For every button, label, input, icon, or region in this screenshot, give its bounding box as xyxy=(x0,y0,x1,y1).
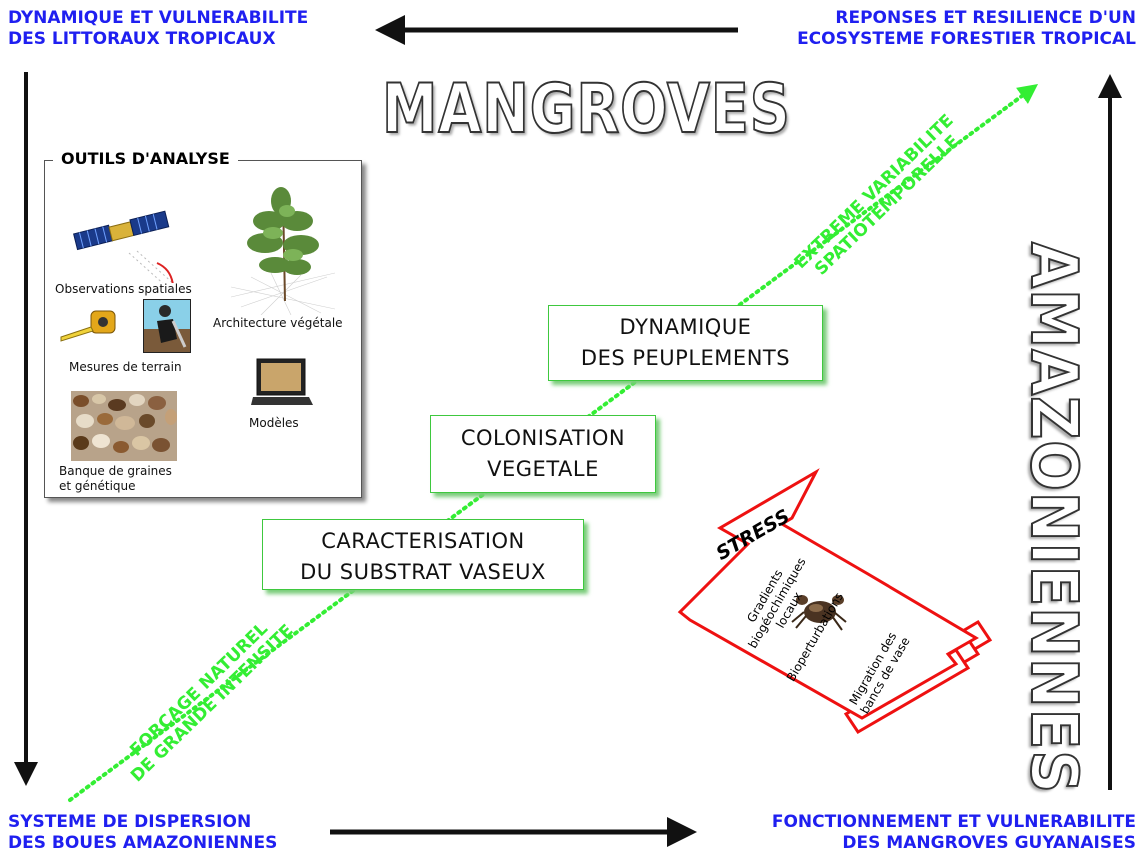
corner-top-right: REPONSES ET RESILIENCE D'UN ECOSYSTEME F… xyxy=(797,8,1136,50)
tool-label: Mesures de terrain xyxy=(69,360,182,374)
tool-label: Banque de graines xyxy=(59,464,172,478)
stage-line: DYNAMIQUE xyxy=(619,315,752,339)
corner-line: SYSTEME DE DISPERSION xyxy=(8,812,252,832)
stage-line: DES PEUPLEMENTS xyxy=(580,346,791,370)
stage-line: COLONISATION xyxy=(460,426,626,450)
title-amazoniennes: AMAZONIENNES xyxy=(1015,241,1091,795)
stage-box: DYNAMIQUE DES PEUPLEMENTS xyxy=(548,305,823,381)
field-work-icon xyxy=(143,299,191,353)
corner-line: FONCTIONNEMENT ET VULNERABILITE xyxy=(771,812,1136,832)
corner-line: REPONSES ET RESILIENCE D'UN xyxy=(835,8,1136,28)
outils-title: OUTILS D'ANALYSE xyxy=(53,149,238,168)
corner-top-left: DYNAMIQUE ET VULNERABILITE DES LITTORAUX… xyxy=(8,8,308,50)
tool-label: Observations spatiales xyxy=(55,282,192,296)
outils-panel: OUTILS D'ANALYSE Observations spatiales xyxy=(44,149,362,498)
corner-line: DES BOUES AMAZONIENNES xyxy=(8,833,278,853)
stage-box: COLONISATION VEGETALE xyxy=(430,415,656,493)
corner-bottom-right: FONCTIONNEMENT ET VULNERABILITE DES MANG… xyxy=(772,812,1136,854)
tool-label: Architecture végétale xyxy=(213,316,343,330)
satellite-icon xyxy=(73,210,174,283)
tape-measure-icon xyxy=(60,310,116,342)
seeds-icon xyxy=(71,391,177,461)
stage-line: CARACTERISATION xyxy=(321,529,525,553)
laptop-icon xyxy=(251,358,313,405)
corner-line: DES LITTORAUX TROPICAUX xyxy=(8,29,276,49)
corner-line: DES MANGROVES GUYANAISES xyxy=(842,833,1136,853)
stage-line: VEGETALE xyxy=(487,457,599,481)
corner-line: DYNAMIQUE ET VULNERABILITE xyxy=(8,8,309,28)
stage-line: DU SUBSTRAT VASEUX xyxy=(300,560,546,584)
corner-line: ECOSYSTEME FORESTIER TROPICAL xyxy=(797,29,1136,49)
tree-icon xyxy=(231,187,335,315)
stage-box: CARACTERISATION DU SUBSTRAT VASEUX xyxy=(262,519,584,590)
crab-icon xyxy=(791,595,847,631)
corner-bottom-left: SYSTEME DE DISPERSION DES BOUES AMAZONIE… xyxy=(8,812,277,854)
title-mangroves: MANGROVES xyxy=(381,69,791,150)
tool-label: et génétique xyxy=(59,479,136,493)
tool-label: Modèles xyxy=(249,416,299,430)
